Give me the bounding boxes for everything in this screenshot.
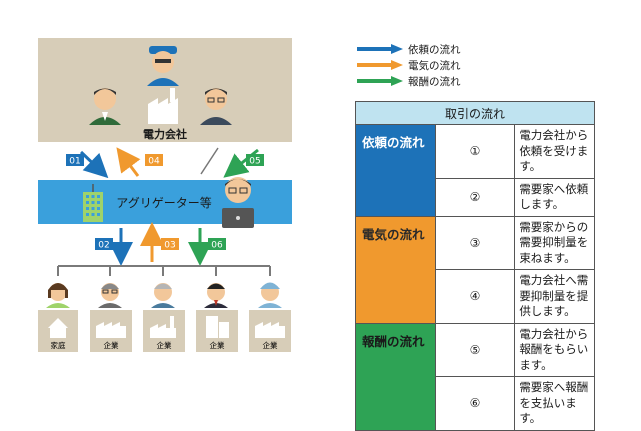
svg-text:企業: 企業 (157, 340, 172, 350)
blue-arrow-icon (357, 44, 403, 54)
step-number: ② (434, 177, 516, 217)
worker-person-icon (147, 46, 179, 86)
arrow-label-06: 06 (211, 241, 223, 251)
consumer-box-home: 家庭 (38, 310, 78, 352)
arrow-label-01: 01 (69, 157, 80, 167)
house-icon (48, 318, 68, 338)
step-text: 需要家へ依頼します。 (514, 177, 595, 217)
step-text: 電力会社から依頼を受けます。 (514, 124, 595, 179)
svg-text:企業: 企業 (104, 340, 119, 350)
legend-item-electricity: 電気の流れ (357, 58, 461, 72)
consumer-man-icon (98, 283, 122, 308)
table-title: 取引の流れ (355, 101, 595, 125)
step-number: ④ (434, 269, 516, 324)
category-electricity: 電気の流れ (355, 215, 436, 324)
transaction-flow-table: 取引の流れ 依頼の流れ ① 電力会社から依頼を受けます。 ② 需要家へ依頼します… (355, 101, 595, 431)
svg-text:家庭: 家庭 (51, 340, 66, 350)
distribution-lines (57, 265, 271, 276)
legend-item-request: 依頼の流れ (357, 42, 461, 56)
consumer-box-business-4: 企業 (249, 310, 291, 352)
legend-label: 依頼の流れ (408, 43, 461, 56)
step-text: 需要家からの需要抑制量を束ねます。 (514, 215, 595, 271)
factory-icon (255, 322, 285, 338)
arrow-label-02: 02 (98, 241, 109, 251)
step-number: ③ (434, 215, 516, 271)
orange-arrow-icon (357, 60, 403, 70)
arrow-label-04: 04 (148, 157, 160, 167)
green-arrow-icon (357, 76, 403, 86)
legend-label: 電気の流れ (408, 59, 461, 72)
businessman-icon (89, 88, 121, 125)
step-text: 需要家へ報酬を支払います。 (514, 376, 595, 431)
aggregator-label: アグリゲーター等 (116, 196, 211, 210)
factory-icon (96, 322, 126, 338)
arrow-label-03: 03 (164, 241, 175, 251)
connector-line (200, 147, 219, 175)
category-request: 依頼の流れ (355, 124, 436, 217)
glasses-man-icon (200, 88, 232, 125)
consumer-elder-icon (151, 283, 175, 308)
consumer-worker-icon (258, 282, 282, 308)
category-payment: 報酬の流れ (355, 322, 436, 431)
office-building-icon (206, 316, 229, 338)
step-number: ⑥ (434, 376, 516, 431)
consumer-box-business-2: 企業 (143, 310, 185, 352)
consumer-box-business-3: 企業 (196, 310, 238, 352)
step-text: 電力会社へ需要抑制量を提供します。 (514, 269, 595, 324)
consumer-suit-icon (204, 283, 228, 308)
svg-text:企業: 企業 (263, 340, 278, 350)
arrow-04 (116, 147, 141, 177)
step-text: 電力会社から報酬をもらいます。 (514, 322, 595, 378)
laptop-man-icon (222, 177, 254, 228)
building-antenna-icon (83, 184, 103, 222)
legend-label: 報酬の流れ (408, 75, 461, 88)
utility-label: 電力会社 (143, 127, 187, 141)
step-number: ⑤ (434, 322, 516, 378)
consumer-box-business-1: 企業 (90, 310, 132, 352)
arrow-01 (79, 150, 109, 179)
arrow-label-05: 05 (249, 157, 260, 167)
legend-item-payment: 報酬の流れ (357, 74, 461, 88)
consumer-woman-icon (46, 283, 70, 308)
step-number: ① (434, 124, 516, 179)
factory-chimney-icon (150, 316, 176, 338)
svg-text:企業: 企業 (210, 340, 225, 350)
power-plant-icon (148, 88, 178, 124)
